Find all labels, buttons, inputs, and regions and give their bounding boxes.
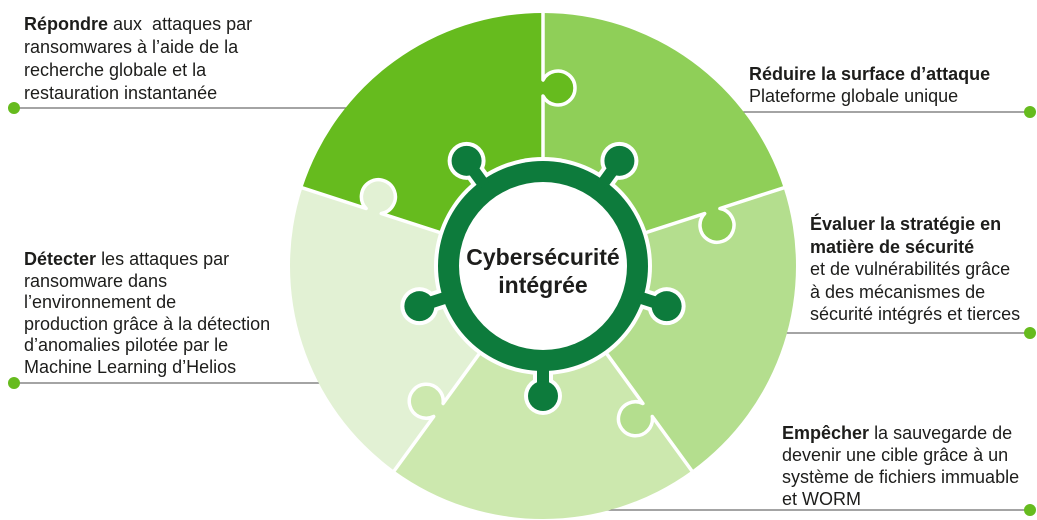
callout-keyword: Détecter: [24, 249, 97, 269]
callout-line: Empêcher la sauvegarde de: [782, 422, 1019, 444]
piece-divider: [594, 337, 695, 475]
callout-text: aux attaques par: [113, 14, 253, 34]
callout-line: Répondre aux attaques par: [24, 13, 252, 36]
center-title-line: intégrée: [498, 272, 588, 298]
callout-text: la sauvegarde de: [874, 423, 1013, 443]
callout-reduce: Réduire la surface d’attaque Plateforme …: [749, 63, 990, 107]
center-title-line: Cybersécurité: [466, 244, 620, 270]
ring-center: [459, 182, 627, 350]
leader-dot-detect: [8, 377, 20, 389]
callout-line: d’anomalies pilotée par le: [24, 335, 229, 356]
callout-line: et de vulnérabilités grâce: [810, 259, 1011, 279]
callout-line: restauration instantanée: [24, 83, 218, 103]
ring-knob: [604, 145, 635, 176]
callout-line: recherche globale et la: [24, 60, 207, 80]
callout-heading: Évaluer la stratégie en: [810, 214, 1002, 234]
callout-keyword: Empêcher: [782, 423, 870, 443]
callout-line: Détecter les attaques par: [24, 249, 270, 271]
callout-text: les attaques par: [101, 249, 230, 269]
callout-line: ransomware dans: [24, 270, 168, 291]
callout-evaluate: Évaluer la stratégie en matière de sécur…: [810, 213, 1020, 326]
piece-divider: [298, 178, 458, 240]
leader-lines: [14, 107, 1030, 511]
callout-line: à des mécanismes de: [810, 281, 986, 302]
ring-knob: [651, 291, 682, 322]
callout-heading: Réduire la surface d’attaque: [749, 64, 991, 84]
leader-dot-prevent: [1024, 504, 1036, 516]
callout-heading: matière de sécurité: [810, 236, 975, 257]
callout-respond: Répondre aux attaques par ransomwares à …: [24, 13, 252, 105]
ring-knob: [451, 145, 482, 176]
callout-line: Machine Learning d’Helios: [24, 356, 237, 377]
callout-line: Plateforme globale unique: [749, 86, 959, 106]
ring-knob: [528, 381, 558, 411]
piece-divider: [628, 185, 788, 244]
callout-detect: Détecter les attaques par ransomware dan…: [24, 249, 270, 379]
callout-line: et WORM: [782, 489, 861, 509]
center-ring: [400, 141, 686, 415]
callout-line: sécurité intégrés et tierces: [810, 304, 1021, 324]
piece-divider: [541, 10, 577, 176]
leader-dot-reduce: [1024, 106, 1036, 118]
center-title: Cybersécurité intégrée: [453, 243, 633, 299]
callout-line: l’environnement de: [24, 292, 177, 313]
callout-keyword: Répondre: [24, 14, 109, 34]
leader-dot-respond: [8, 102, 20, 114]
ring-knob: [404, 291, 435, 322]
callout-line: production grâce à la détection: [24, 313, 271, 334]
piece-divider: [391, 337, 492, 475]
callout-line: devenir une cible grâce à un: [782, 445, 1009, 465]
callout-line: ransomwares à l’aide de la: [24, 37, 239, 57]
callout-line: système de fichiers immuable: [782, 467, 1020, 487]
piece-dividers: [298, 10, 788, 475]
leader-dot-evaluate: [1024, 327, 1036, 339]
callout-prevent: Empêcher la sauvegarde de devenir une ci…: [782, 422, 1019, 510]
leader-dots: [8, 102, 1036, 516]
